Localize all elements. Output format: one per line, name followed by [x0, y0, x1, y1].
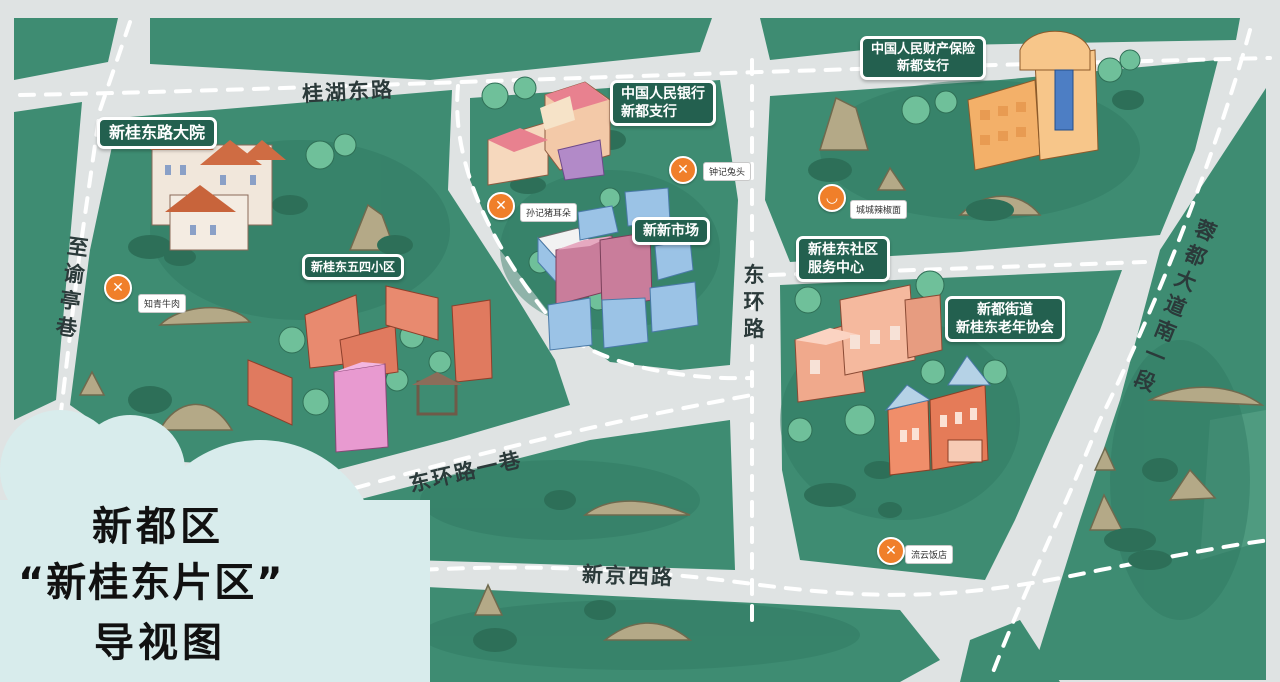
fork-knife-icon[interactable]: ✕ [104, 274, 132, 302]
street-office [884, 355, 992, 476]
label-line-2: 服务中心 [808, 260, 864, 276]
label-wusi-community[interactable]: 新桂东五四小区 [302, 254, 405, 280]
hills [78, 96, 1265, 641]
label-text: 新桂东路大院 [109, 123, 206, 142]
label-text: 新桂东五四小区 [311, 260, 396, 274]
label-line-1: 中国人民财产保险 [871, 42, 976, 57]
map-title-line-2: “新桂东片区” [18, 560, 285, 606]
road-dashes [18, 20, 1272, 682]
service-center [794, 284, 943, 403]
map-title-line-1: 新都区 [92, 504, 224, 550]
bank-building [487, 81, 611, 186]
label-line-2: 新都支行 [621, 104, 677, 120]
road-xinjing-west: 新京西路 [581, 562, 675, 590]
shop-liuyun-restaurant[interactable]: 流云饭店 [905, 545, 954, 564]
label-line-2: 新都支行 [897, 59, 950, 74]
label-pboc[interactable]: 中国人民银行 新都支行 [610, 80, 716, 126]
fork-knife-icon[interactable]: ✕ [487, 192, 515, 220]
bowl-icon[interactable]: ◡ [818, 184, 846, 212]
market-buildings [537, 187, 699, 351]
shop-zhiqing-beef[interactable]: 知青牛肉 [138, 294, 187, 313]
map-title-line-3: 导视图 [94, 620, 226, 666]
shop-chengcheng-noodle[interactable]: 城城辣椒面 [850, 200, 908, 219]
fork-knife-icon[interactable]: ✕ [669, 156, 697, 184]
wusi-blocks [247, 285, 493, 453]
label-text: 新新市场 [643, 223, 699, 239]
label-line-1: 中国人民银行 [621, 86, 705, 102]
label-picc[interactable]: 中国人民财产保险 新都支行 [860, 36, 987, 80]
label-line-1: 新桂东社区 [808, 242, 878, 258]
road-guihu-east: 桂湖东路 [301, 77, 395, 107]
insurance-building [967, 30, 1099, 171]
road-donghuan: 东环路 [743, 263, 765, 341]
label-line-2: 新桂东老年协会 [956, 320, 1054, 336]
fork-knife-icon[interactable]: ✕ [877, 537, 905, 565]
label-street-office[interactable]: 新都街道 新桂东老年协会 [945, 296, 1065, 342]
label-xinxin-market[interactable]: 新新市场 [632, 217, 710, 245]
shop-zhong-rabbit[interactable]: 钟记兔头 [703, 162, 752, 181]
shop-sun-mushroom[interactable]: 孙记猪耳朵 [520, 203, 578, 222]
trees [104, 49, 1178, 652]
buildings [150, 30, 1099, 476]
label-xinguidong-courtyard[interactable]: 新桂东路大院 [97, 117, 218, 149]
label-line-1: 新都街道 [977, 302, 1033, 318]
label-service-center[interactable]: 新桂东社区 服务中心 [796, 236, 890, 282]
title-cloud [0, 410, 430, 682]
